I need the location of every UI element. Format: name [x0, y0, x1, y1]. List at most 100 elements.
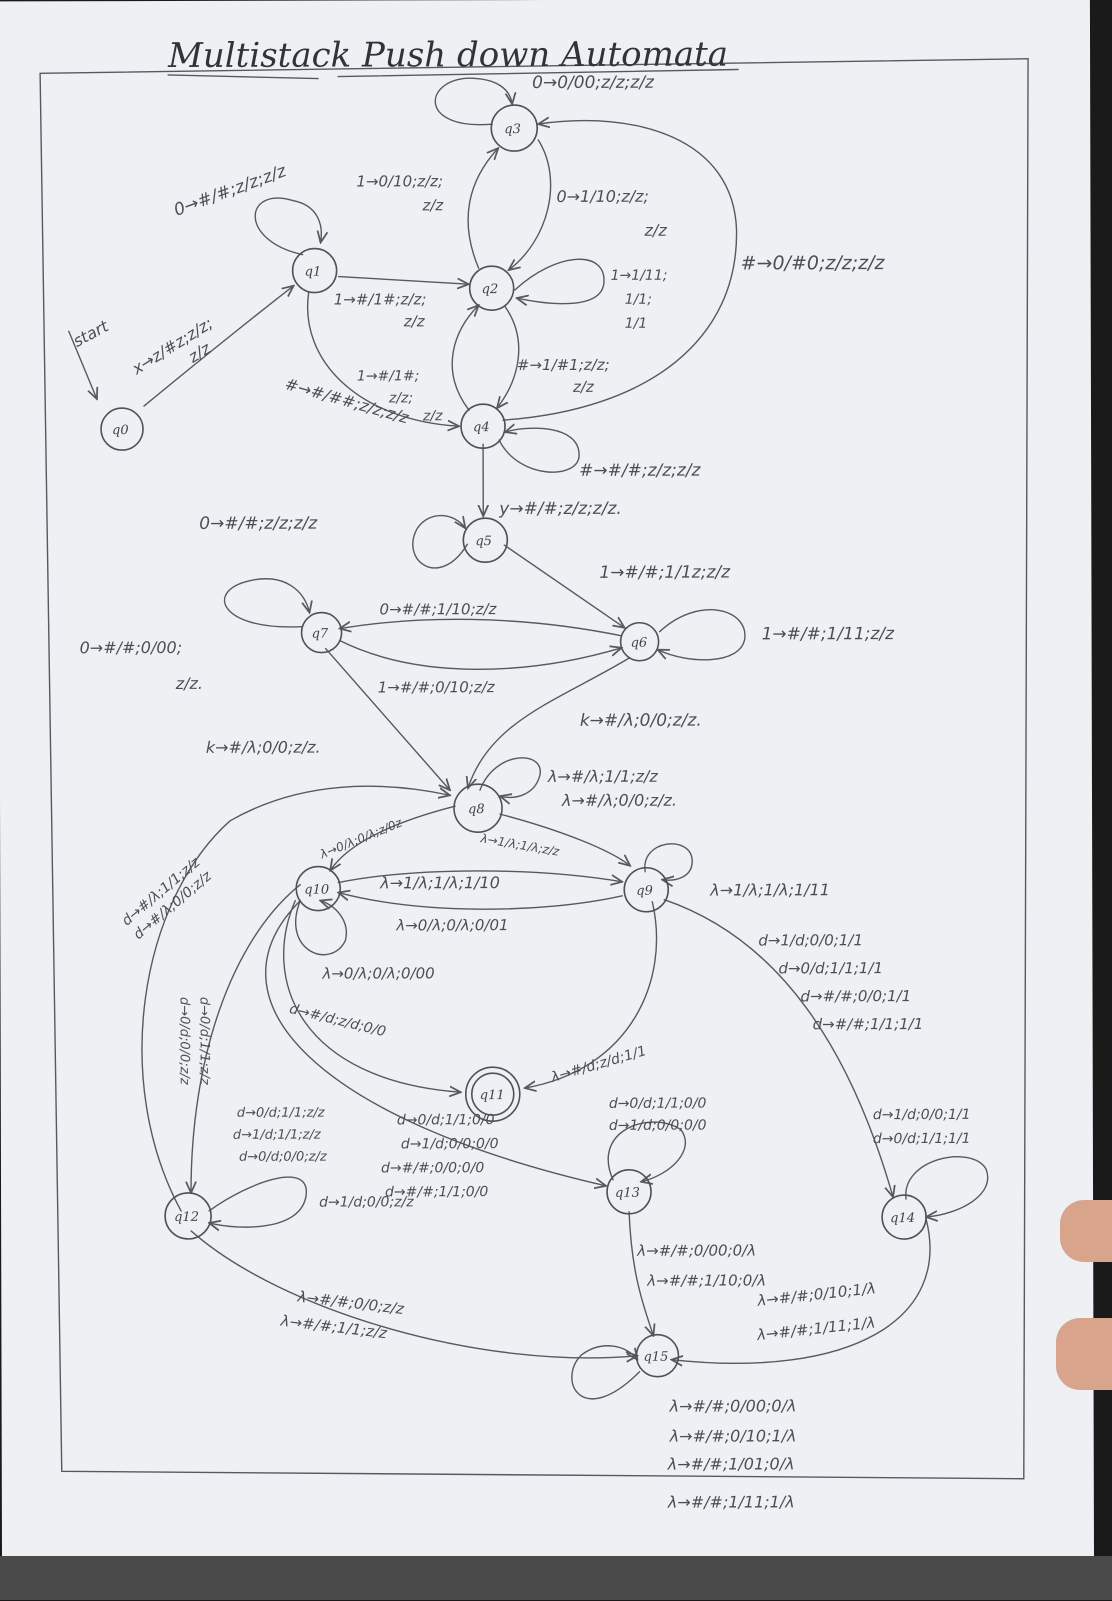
label-q6-q8: k→#/λ;0/0;z/z.: [580, 711, 702, 731]
label-q1-q2: 1→#/1#;z/z; z/z: [334, 290, 427, 330]
edge-q10-self: [296, 901, 347, 955]
edge-q4-q2: [452, 305, 479, 410]
label-q14-self-line-1: d→1/d;0/0;1/1: [873, 1107, 971, 1123]
label-q10-q12: d→0/d;1/1;z/z d→0/d;0/0;z/z: [177, 997, 212, 1086]
label-q9-q14-line-4: d→#/#;1/1;1/1: [813, 1015, 924, 1033]
label-q7-q8: k→#/λ;0/0;z/z.: [206, 738, 321, 757]
label-q15-self-line-3: λ→#/#;1/01;0/λ: [667, 1454, 795, 1473]
label-q2-self-line-2: 1/1;: [625, 292, 652, 308]
label-q15-self: λ→#/#;0/00;0/λ λ→#/#;0/10;1/λ λ→#/#;1/01…: [667, 1396, 797, 1511]
label-q12-q15-line-2: λ→#/#;1/1;z/z: [279, 1312, 389, 1343]
label-q9-q14: d→1/d;0/0;1/1 d→0/d;1/1;1/1 d→#/#;0/0;1/…: [758, 931, 923, 1033]
edge-q9-q10: [338, 892, 622, 910]
edge-q2-q4: [497, 306, 519, 408]
label-q8-self-line-2: λ→#/λ;0/0;z/z.: [561, 791, 677, 810]
label-q13-q15-line-1: λ→#/#;0/00;0/λ: [636, 1241, 756, 1259]
edge-q5-self: [413, 515, 468, 567]
edge-q1-self: [255, 198, 321, 255]
label-q13-self: d→0/d;1/1;0/0 d→1/d;0/0;0/0: [609, 1096, 707, 1134]
edge-q15-self: [572, 1346, 640, 1399]
edge-q7-self: [224, 579, 309, 627]
thumb-top: [1060, 1200, 1112, 1262]
state-q4: q4: [461, 404, 505, 448]
state-q7-label: q7: [312, 627, 329, 642]
label-q4-q3: #→0/#0;z/z;z/z: [741, 252, 886, 274]
label-q10-q13: d→0/d;1/1;0/0 d→1/d;0/0;0/0 d→#/#;0/0;0/…: [381, 1112, 499, 1200]
state-q8-label: q8: [468, 802, 485, 817]
label-q2-self: 1→1/11; 1/1; 1/1: [611, 268, 668, 332]
label-q4-q2-line-1: 1→#/1#;: [357, 368, 419, 384]
label-q10-q13-line-3: d→#/#;0/0;0/0: [381, 1160, 484, 1176]
label-q10-self: λ→0/λ;0/λ;0/00: [321, 964, 434, 982]
label-q13-q15-line-2: λ→#/#;1/10;0/λ: [646, 1271, 766, 1289]
label-q14-self: d→1/d;0/0;1/1 d→0/d;1/1;1/1: [873, 1107, 971, 1147]
label-q15-self-line-1: λ→#/#;0/00;0/λ: [669, 1396, 797, 1415]
edge-q6-self: [658, 610, 745, 660]
label-q2-q3-line-1: 1→0/10;z/z;: [356, 172, 443, 190]
label-q12-q15: λ→#/#;0/0;z/z λ→#/#;1/1;z/z: [279, 1286, 406, 1344]
label-q12-self-line-3: d→0/d;0/0;z/z: [239, 1150, 328, 1165]
label-q9-q14-line-1: d→1/d;0/0;1/1: [758, 931, 863, 949]
state-q5: q5: [463, 518, 507, 562]
label-q9-q14-line-2: d→0/d;1/1;1/1: [778, 959, 883, 977]
edge-q7-q6: [340, 640, 622, 670]
label-q6-q7: 0→#/#;1/10;z/z: [379, 600, 497, 618]
label-q2-self-line-1: 1→1/11;: [611, 268, 668, 284]
edge-q2-q3: [468, 148, 499, 268]
label-q10-q9: λ→1/λ;1/λ;1/10: [379, 873, 500, 892]
label-q10-q12-line-2: d→0/d;0/0;z/z: [177, 997, 192, 1086]
edge-q1-q2: [339, 276, 469, 284]
state-q5-label: q5: [475, 534, 492, 549]
edge-q12-q15: [191, 1230, 637, 1359]
label-q14-q15-line-2: λ→#/#;1/11;1/λ: [755, 1313, 876, 1344]
label-q2-q4: #→1/#1;z/z; z/z: [517, 356, 610, 396]
label-q6-self: 1→#/#;1/11;z/z: [762, 624, 896, 644]
label-q7-self-line-2: z/z.: [175, 674, 203, 693]
label-q5-q6: 1→#/#;1/1z;z/z: [599, 563, 731, 583]
state-q14: q14: [882, 1195, 926, 1239]
state-q14-label: q14: [890, 1211, 915, 1226]
label-q10-q13-line-1: d→0/d;1/1;0/0: [397, 1112, 495, 1128]
background-surface: [0, 1556, 1112, 1600]
label-q1-q2-line-2: z/z: [403, 312, 426, 330]
label-q7-self-line-1: 0→#/#;0/00;: [80, 638, 183, 657]
label-q12-self-line-1: d→0/d;1/1;z/z: [237, 1106, 326, 1121]
state-q11-label: q11: [480, 1088, 505, 1103]
label-q9-self: λ→1/λ;1/λ;1/11: [709, 880, 830, 899]
label-q7-self: 0→#/#;0/00; z/z.: [80, 638, 203, 693]
label-q5-self: 0→#/#;z/z;z/z: [199, 514, 318, 534]
label-q8-self-line-1: λ→#/λ;1/1;z/z: [547, 767, 659, 786]
label-q1-q2-line-1: 1→#/1#;z/z;: [334, 290, 427, 308]
edge-q3-self: [435, 78, 512, 125]
label-q12-q15-line-1: λ→#/#;0/0;z/z: [296, 1287, 406, 1318]
label-q14-q15: λ→#/#;0/10;1/λ λ→#/#;1/11;1/λ: [752, 1279, 881, 1344]
thumb-bottom: [1056, 1318, 1112, 1390]
state-q4-label: q4: [473, 420, 490, 435]
state-q12-label: q12: [174, 1210, 199, 1225]
edge-q7-q8: [326, 648, 450, 790]
label-q3-q2-line-1: 0→1/10;z/z;: [556, 187, 649, 206]
state-q2-label: q2: [482, 282, 499, 297]
label-q4-self: #→#/#;z/z;z/z: [579, 461, 701, 481]
label-q10-q11: d→#/d;z/d;0/0: [288, 1001, 388, 1040]
state-q15-label: q15: [643, 1350, 668, 1365]
label-q0-q1: x→z/#z;z/z; z/z: [128, 314, 227, 396]
label-q15-self-line-4: λ→#/#;1/11;1/λ: [667, 1492, 795, 1511]
label-q4-q2-line-2: z/z;: [388, 390, 413, 406]
state-q9-label: q9: [636, 884, 653, 899]
label-q12-self: d→0/d;1/1;z/z d→1/d;1/1;z/z d→0/d;0/0;z/…: [233, 1106, 328, 1165]
label-q13-self-line-2: d→1/d;0/0;0/0: [609, 1118, 707, 1134]
state-q10: q10: [296, 867, 340, 911]
label-q4-q2-line-3: z/z: [422, 408, 443, 424]
state-q0: q0: [101, 408, 143, 450]
edge-q3-q2: [508, 140, 551, 270]
state-q6-label: q6: [631, 636, 648, 651]
state-q10-label: q10: [304, 883, 329, 898]
state-q1-label: q1: [305, 265, 322, 280]
edge-q12-self: [209, 1177, 306, 1227]
label-q9-q11: λ→#/d;z/d;1/1: [548, 1043, 648, 1086]
label-q7-q6: 1→#/#;0/10;z/z: [378, 678, 496, 696]
label-q4-q5: y→#/#;z/z;z/z.: [498, 499, 622, 519]
label-q8-q9: λ→1/λ;1/λ;z/z: [479, 831, 561, 859]
